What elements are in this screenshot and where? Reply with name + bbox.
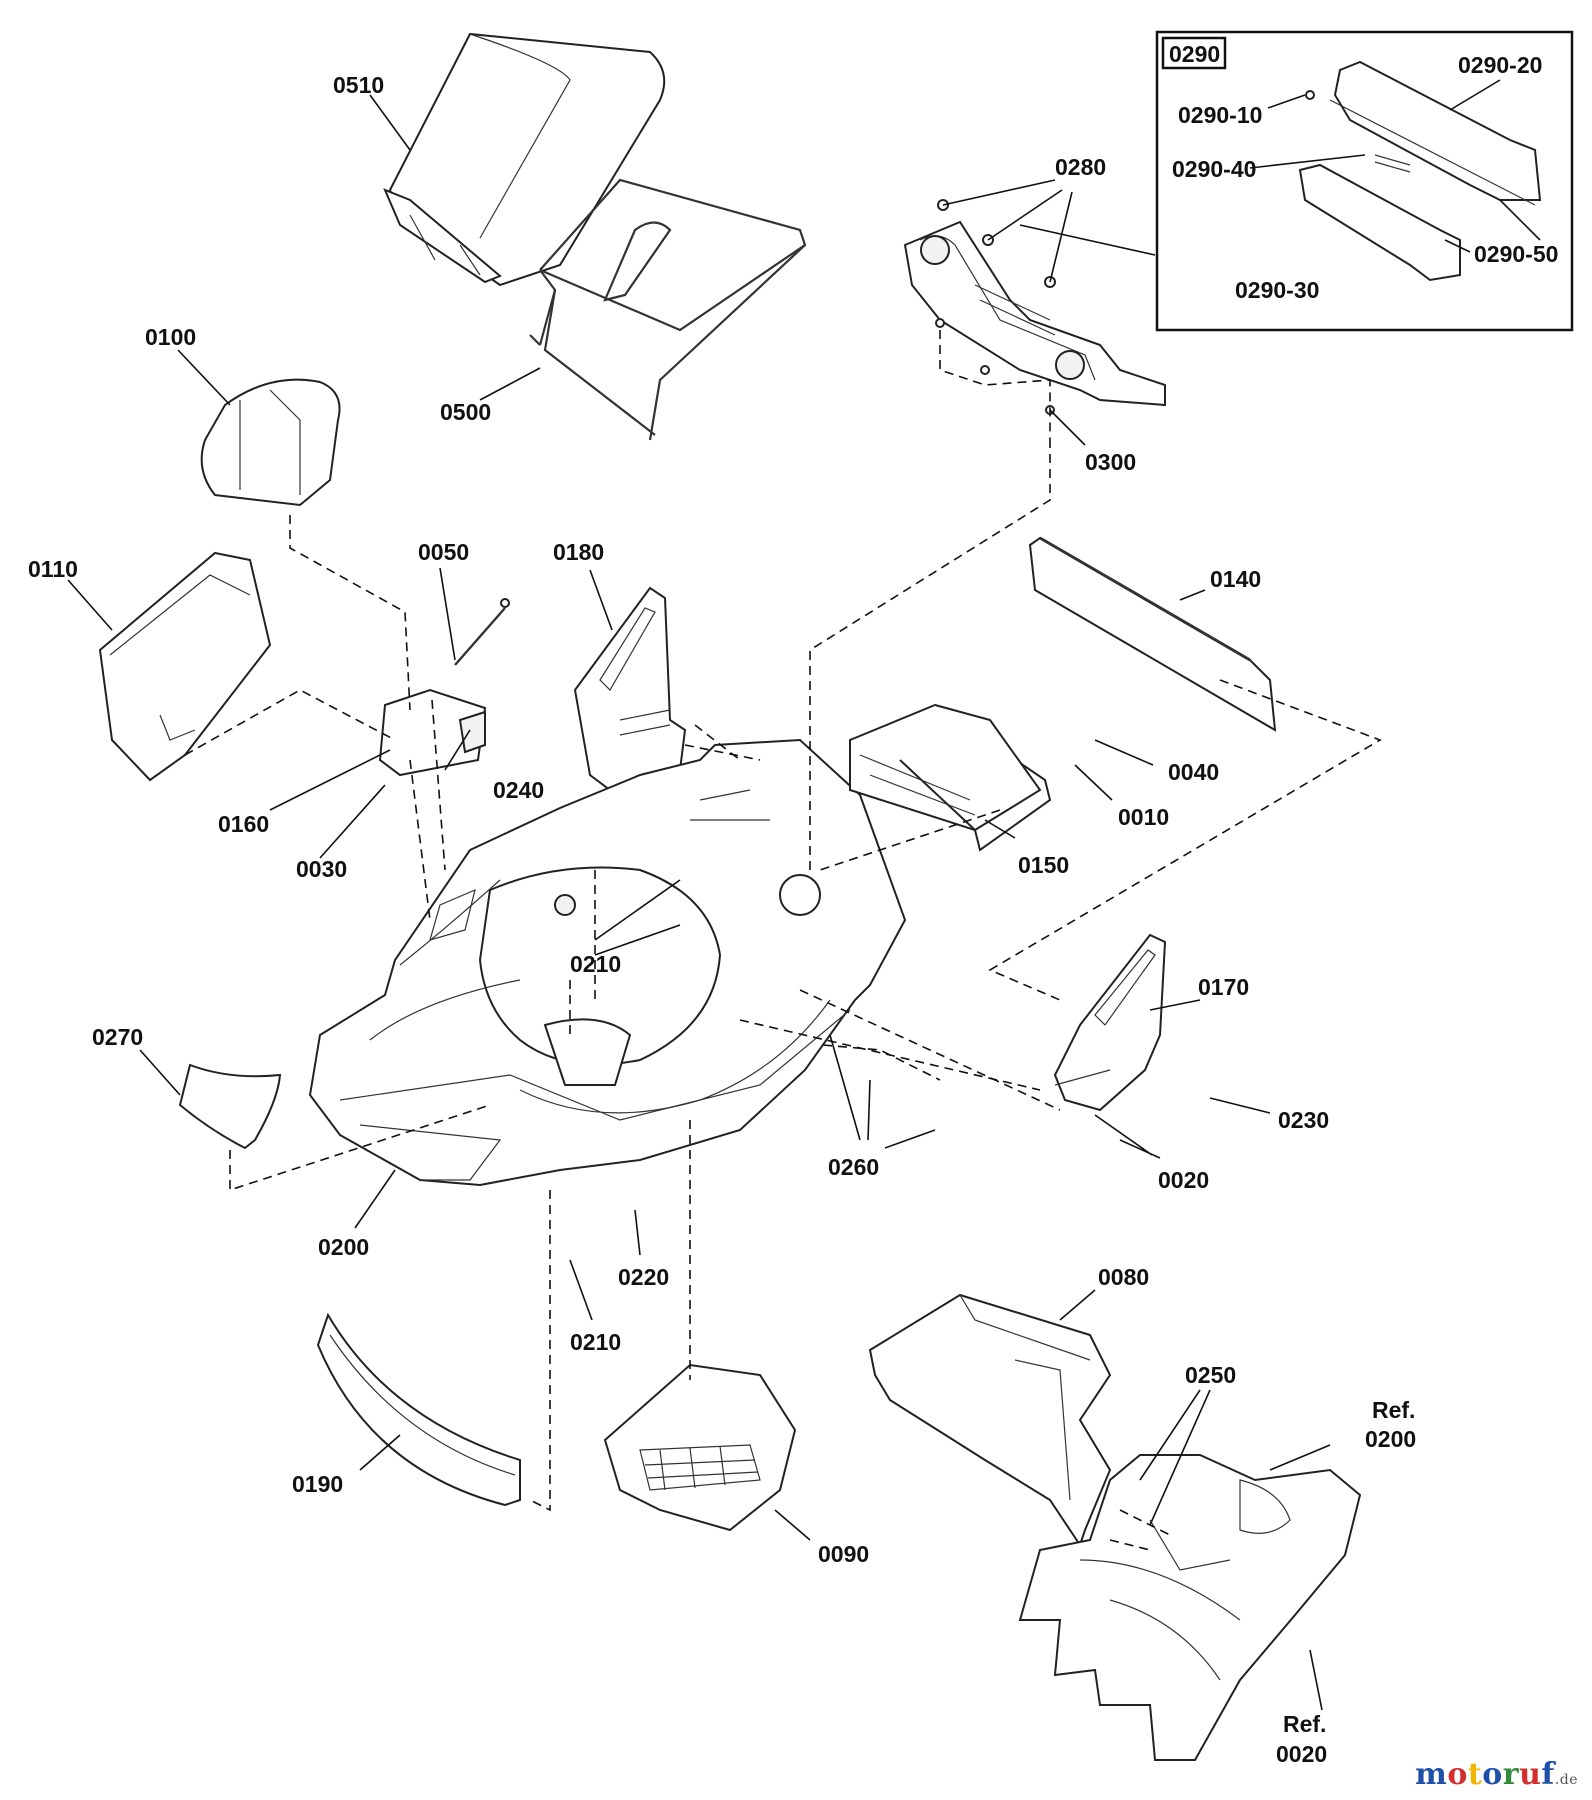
callout-0170: 0170 [1198,974,1249,1000]
height-adjuster-0170 [1053,933,1167,1112]
callout-0510: 0510 [333,72,384,98]
rear-door-0150 [849,703,1052,852]
callout-0140: 0140 [1210,566,1261,592]
callout-0230: 0230 [1278,1107,1329,1133]
rear-axle-0280 [903,220,1166,407]
callout-0260: 0260 [828,1154,879,1180]
callout-0150: 0150 [1018,852,1069,878]
callout-0090: 0090 [818,1541,869,1567]
callout-0210-bottom: 0210 [570,1329,621,1355]
front-skirt-0190 [316,1312,521,1507]
inset-title-0290: 0290 [1169,41,1220,67]
callout-0220: 0220 [618,1264,669,1290]
discharge-chute-0080 [868,1293,1112,1548]
mulch-insert-0090 [603,1363,797,1532]
ref-0020-line1: Ref. [1283,1711,1326,1737]
watermark-letter: m [1415,1757,1448,1792]
inset-callout-0290-40: 0290-40 [1172,156,1256,182]
grass-bag-0510 [383,32,666,287]
callout-0180: 0180 [553,539,604,565]
callout-labels: 0510 0500 0100 0110 0050 0180 0160 0240 … [28,41,1558,1767]
front-plug-0270 [178,1063,282,1150]
side-panel-0110 [98,551,272,782]
mower-deck-0200 [308,738,907,1187]
inset-callout-0290-30: 0290-30 [1235,277,1319,303]
watermark-logo: motoruf.de [1415,1757,1578,1792]
bag-frame-0500 [529,178,807,441]
callout-0200: 0200 [318,1234,369,1260]
inset-callout-0290-10: 0290-10 [1178,102,1262,128]
callout-0500: 0500 [440,399,491,425]
rear-flap-0100 [200,378,341,507]
callout-0280: 0280 [1055,154,1106,180]
ref-0200-line1: Ref. [1372,1397,1415,1423]
watermark-letter: f [1541,1757,1555,1792]
watermark-suffix: .de [1554,1772,1578,1788]
callout-0040: 0040 [1168,759,1219,785]
bracket-0160 [378,598,510,777]
callout-0100: 0100 [145,324,196,350]
watermark-letter: u [1519,1757,1542,1792]
callout-0030: 0030 [296,856,347,882]
callout-0210-top: 0210 [570,951,621,977]
inset-box-0290 [1155,30,1574,332]
leader-lines [67,79,1541,1711]
rear-guard-0140 [1028,536,1277,732]
watermark-letter: o [1447,1757,1468,1792]
watermark-letter: r [1502,1757,1520,1792]
ref-0020-line2: 0020 [1276,1741,1327,1767]
callout-0270: 0270 [92,1024,143,1050]
watermark-letter: o [1482,1757,1503,1792]
fasteners-0280 [935,199,1056,415]
callout-0250: 0250 [1185,1362,1236,1388]
height-adjuster-0180 [573,586,687,792]
inset-callout-0290-50: 0290-50 [1474,241,1558,267]
callout-0010: 0010 [1118,804,1169,830]
assembly-dashed-lines [184,330,1382,1551]
callout-0110: 0110 [28,556,78,582]
callout-0050: 0050 [418,539,469,565]
callout-0020: 0020 [1158,1167,1209,1193]
callout-0190: 0190 [292,1471,343,1497]
ref-0200-line2: 0200 [1365,1426,1416,1452]
callout-0240: 0240 [493,777,544,803]
callout-0300: 0300 [1085,449,1136,475]
inset-callout-0290-20: 0290-20 [1458,52,1542,78]
watermark-letter: t [1467,1757,1483,1792]
deck-reference-section [1018,1454,1362,1761]
callout-0080: 0080 [1098,1264,1149,1290]
callout-0160: 0160 [218,811,269,837]
